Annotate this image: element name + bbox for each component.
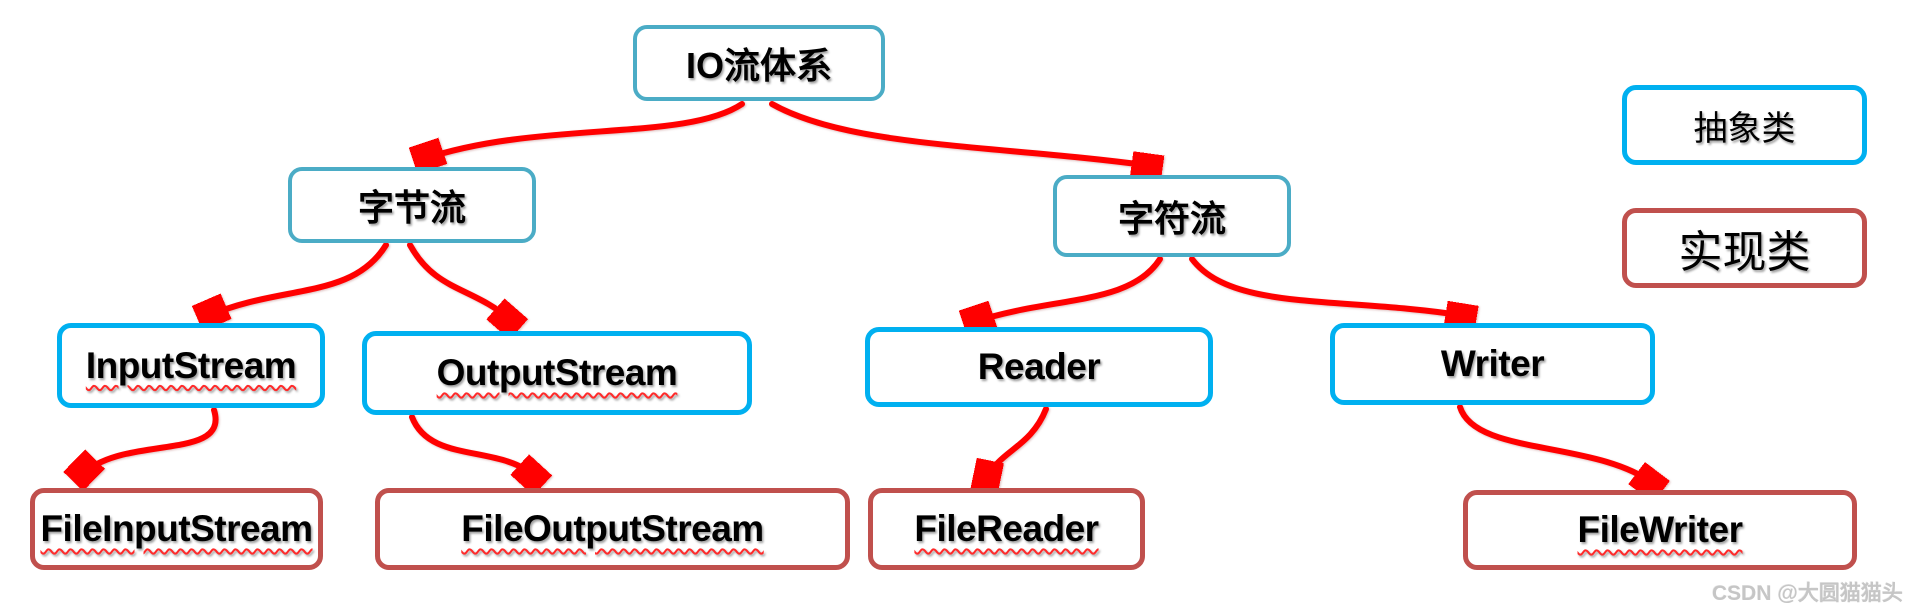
node-fileoutputstream-label: FileOutputStream (461, 508, 764, 549)
node-outputstream: OutputStream (362, 331, 752, 415)
arrow-root-to-char-stream (769, 101, 1152, 166)
node-io-root-label: IO流体系 (685, 45, 832, 86)
node-writer: Writer (1330, 323, 1655, 405)
arrow-output-to-fileoutput (409, 414, 536, 477)
node-byte-stream: 字节流 (288, 167, 536, 243)
arrow-byte-to-inputstream (208, 242, 389, 316)
node-filereader-label: FileReader (914, 508, 1099, 549)
arrow-char-to-reader (974, 256, 1163, 322)
node-char-stream-label: 字符流 (1117, 198, 1226, 239)
node-writer-label: Writer (1440, 343, 1545, 384)
node-reader-label: Reader (977, 346, 1101, 387)
legend-implementation-class-label: 实现类 (1678, 228, 1811, 277)
legend-abstract-class: 抽象类 (1622, 85, 1867, 165)
node-inputstream-label: InputStream (85, 344, 297, 386)
arrow-root-to-byte-stream (424, 101, 745, 159)
node-filewriter: FileWriter (1463, 490, 1857, 570)
node-io-root: IO流体系 (633, 25, 885, 101)
node-outputstream-label: OutputStream (436, 352, 678, 393)
legend-abstract-class-label: 抽象类 (1693, 109, 1796, 148)
arrow-reader-to-filereader (988, 406, 1049, 481)
node-fileoutputstream: FileOutputStream (375, 488, 850, 570)
legend-implementation-class: 实现类 (1622, 208, 1867, 288)
node-inputstream: InputStream (57, 323, 325, 408)
arrow-byte-to-outputstream (407, 242, 512, 321)
node-filewriter-label: FileWriter (1577, 509, 1743, 550)
csdn-watermark: CSDN @大圆猫猫头 (1712, 582, 1903, 605)
node-fileinputstream: FileInputStream (30, 488, 323, 570)
arrow-char-to-writer (1189, 256, 1466, 316)
node-reader: Reader (865, 327, 1213, 407)
node-filereader: FileReader (868, 488, 1145, 570)
node-fileinputstream-label: FileInputStream (40, 508, 313, 549)
arrow-writer-to-filewriter (1457, 404, 1654, 484)
node-byte-stream-label: 字节流 (357, 187, 466, 228)
node-char-stream: 字符流 (1053, 175, 1291, 257)
arrow-input-to-fileinput (82, 407, 219, 475)
